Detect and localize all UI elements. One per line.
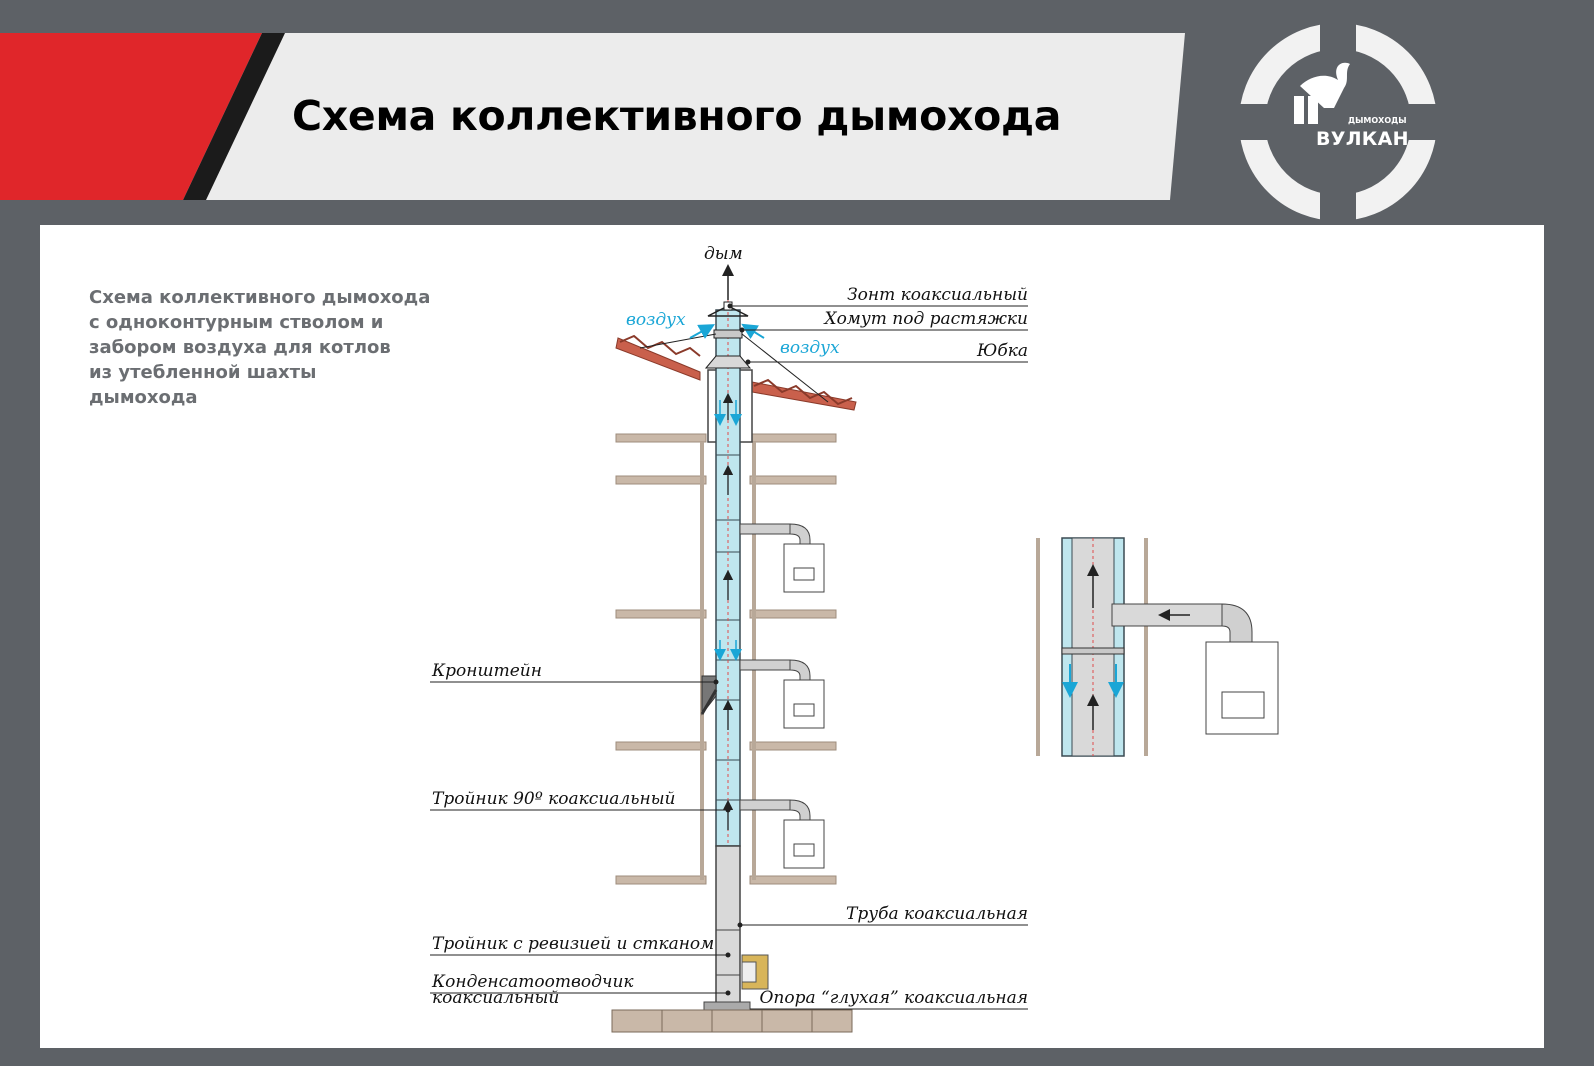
description-line: дымохода [89,387,198,408]
label-tee-revision: Тройник с ревизией и стканом [432,934,715,954]
umbrella [707,305,749,317]
clamp [713,329,743,339]
label-pipe: Труба коаксиальная [846,904,1028,924]
label-umbrella: Зонт коаксиальный [847,285,1028,305]
logo-brand: ВУЛКАН [1316,128,1409,150]
bracket [701,675,717,716]
boiler-3 [739,799,825,869]
boiler-2 [739,659,825,729]
label-support: Опора “глухая” коаксиальная [759,988,1028,1008]
label-bracket: Кронштейн [432,661,542,681]
description-line: из утебленной шахты [89,362,317,383]
smoke-label: дым [704,244,743,264]
lower-pipe [715,845,741,1011]
diagram-description: Схема коллективного дымохода с одноконту… [89,285,430,410]
flame-icon [1294,62,1350,124]
label-condensate-2: коаксиальный [432,988,560,1008]
logo-ring [1238,22,1438,222]
label-skirt: Юбка [977,341,1028,361]
description-line: забором воздуха для котлов [89,337,391,358]
support [703,1001,751,1011]
skirt [704,355,752,369]
logo-subtitle: ДЫМОХОДЫ [1348,116,1407,125]
leader-lines [430,305,1028,1010]
air-right-label: воздух [780,338,840,358]
description-line: с одноконтурным стволом и [89,312,384,333]
header-banner: Схема коллективного дымохода [0,0,1594,240]
floor-slabs [615,433,837,885]
air-left-label: воздух [626,310,686,330]
page-title: Схема коллективного дымохода [292,92,1062,140]
banner-shapes [0,33,1185,200]
label-clamp: Хомут под растяжки [824,309,1028,329]
foundation [611,1009,853,1033]
roof [615,334,857,411]
boiler-1 [739,523,825,593]
label-condensate: Конденсатоотводчик [432,972,634,992]
description-line: Схема коллективного дымохода [89,287,431,308]
label-tee90: Тройник 90º коаксиальный [432,789,676,809]
detail-view [1036,537,1279,757]
brand-logo: ДЫМОХОДЫ ВУЛКАН [1238,22,1458,222]
